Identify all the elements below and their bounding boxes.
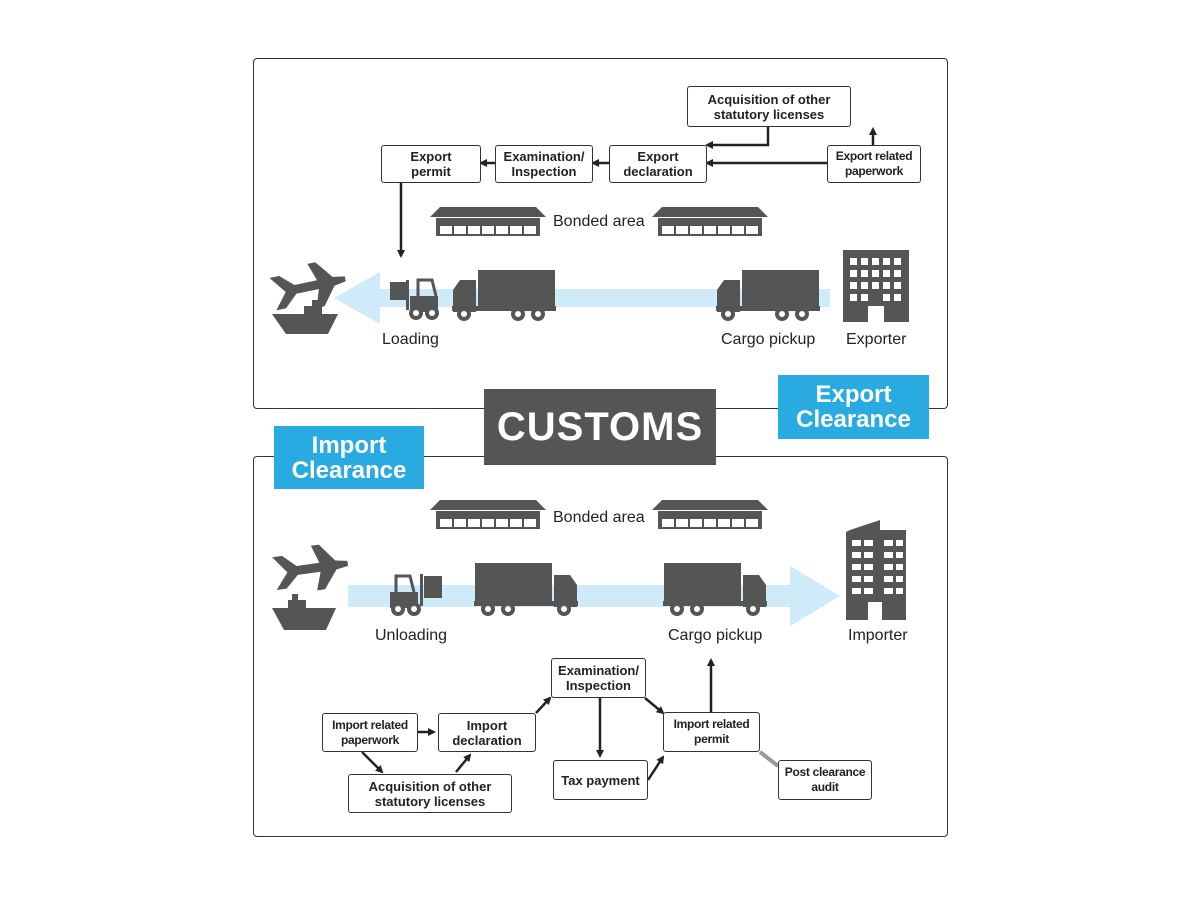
- export-declaration-box: Export declaration: [609, 145, 707, 183]
- exporter-building-icon: [843, 250, 909, 322]
- customs-title: CUSTOMS: [484, 389, 716, 465]
- export-connectors: [397, 127, 877, 258]
- import-declaration-box: Import declaration: [438, 713, 536, 752]
- warehouse-icon: [652, 500, 768, 529]
- tax-payment-box: Tax payment: [553, 760, 648, 800]
- import-cargo-pickup-label: Cargo pickup: [668, 627, 763, 644]
- import-examination-box: Examination/ Inspection: [551, 658, 646, 698]
- truck-icon: [716, 270, 820, 321]
- import-acquisition-box: Acquisition of other statutory licenses: [348, 774, 512, 813]
- export-bonded-area-label: Bonded area: [553, 213, 645, 230]
- ship-icon: [272, 300, 338, 334]
- forklift-icon: [390, 278, 439, 320]
- unloading-label: Unloading: [375, 627, 448, 644]
- loading-label: Loading: [382, 331, 439, 348]
- forklift-icon: [390, 574, 442, 616]
- export-permit-box: Export permit: [381, 145, 481, 183]
- airplane-icon: [269, 262, 346, 311]
- warehouse-icon: [430, 207, 546, 236]
- exporter-label: Exporter: [846, 331, 907, 348]
- ship-icon: [272, 594, 336, 630]
- truck-icon: [474, 563, 578, 616]
- truck-icon: [452, 270, 556, 321]
- importer-building-icon: [846, 520, 906, 620]
- importer-label: Importer: [848, 627, 908, 644]
- post-clearance-audit-box: Post clearance audit: [778, 760, 872, 800]
- truck-icon: [663, 563, 767, 616]
- export-cargo-pickup-label: Cargo pickup: [721, 331, 816, 348]
- warehouse-icon: [652, 207, 768, 236]
- export-clearance-tag: Export Clearance: [778, 375, 929, 439]
- warehouse-icon: [430, 500, 546, 529]
- export-acquisition-box: Acquisition of other statutory licenses: [687, 86, 851, 127]
- import-clearance-tag: Import Clearance: [274, 426, 424, 489]
- import-paperwork-box: Import related paperwork: [322, 713, 418, 752]
- audit-connector: [758, 750, 780, 768]
- import-permit-box: Import related permit: [663, 712, 760, 752]
- import-bonded-area-label: Bonded area: [553, 509, 645, 526]
- airplane-icon: [272, 544, 349, 591]
- export-paperwork-box: Export related paperwork: [827, 145, 921, 183]
- export-examination-box: Examination/ Inspection: [495, 145, 593, 183]
- import-connectors: [361, 658, 715, 781]
